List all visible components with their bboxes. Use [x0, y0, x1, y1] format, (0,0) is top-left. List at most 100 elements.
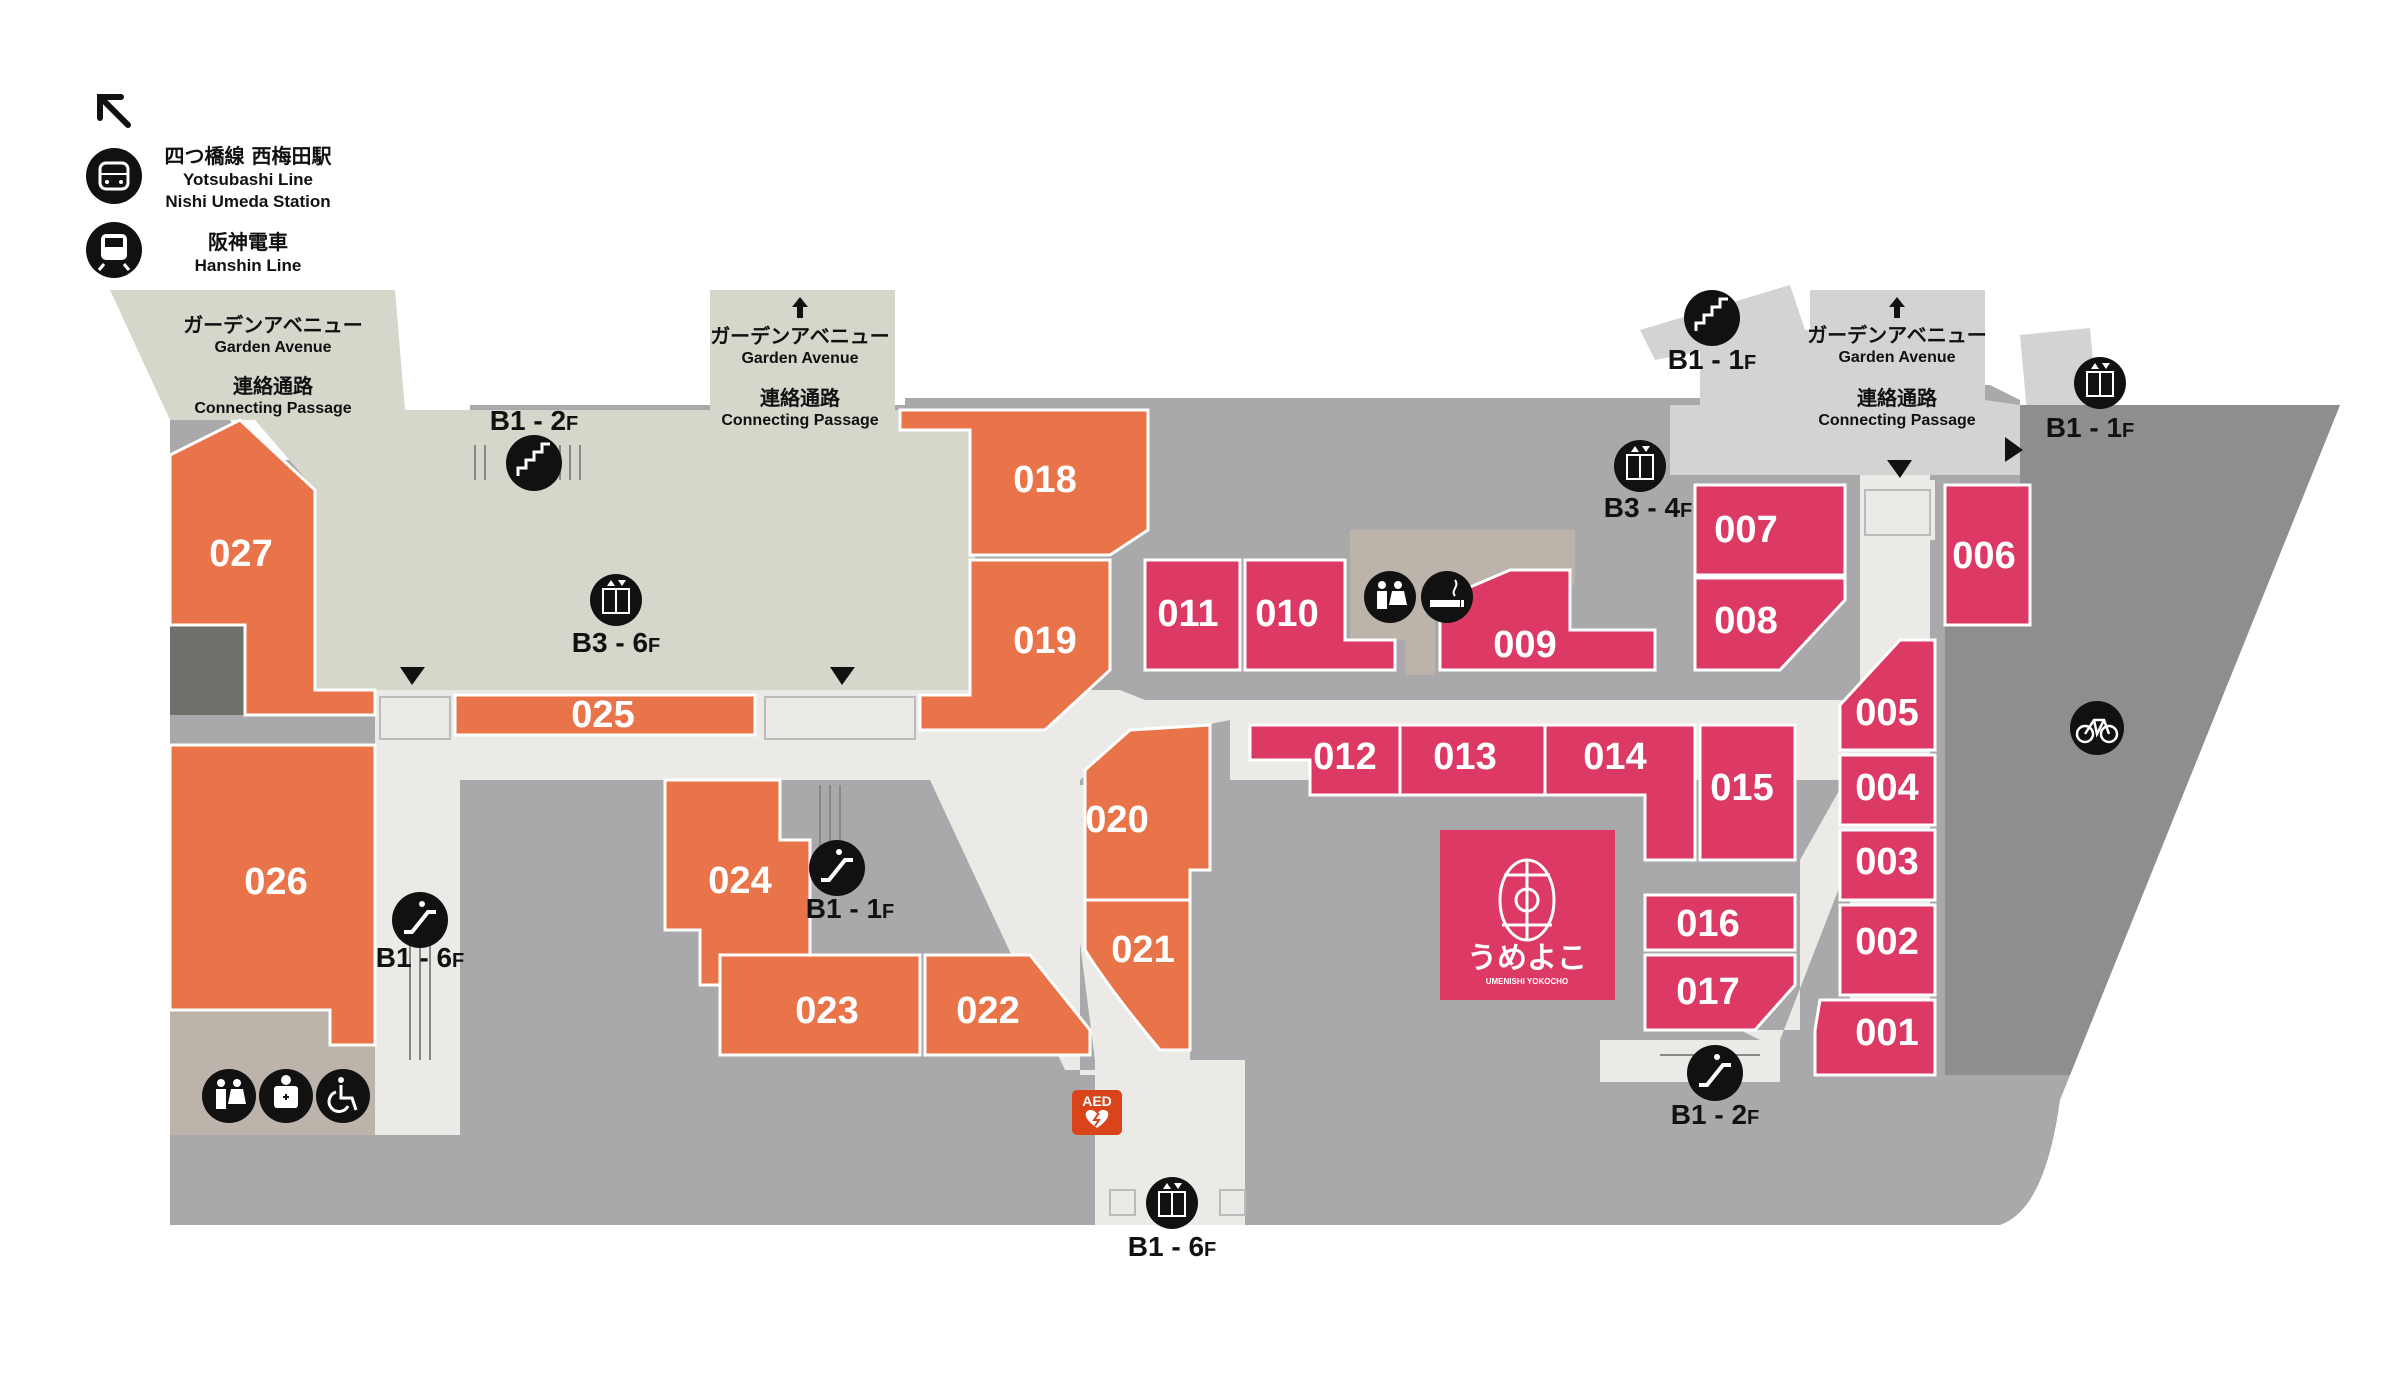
elevator-icon[interactable] — [590, 574, 642, 626]
elevator-icon[interactable] — [1614, 440, 1666, 492]
train-icon — [86, 222, 142, 278]
unit-016[interactable] — [1643, 893, 1797, 952]
restroom-icon[interactable] — [202, 1069, 256, 1123]
unit-label-015: 015 — [1710, 767, 1773, 809]
subway-icon — [86, 148, 142, 204]
stairs-icon[interactable] — [1684, 290, 1740, 346]
floor-label-b1-6f-bottom: B1 - 6F — [1128, 1231, 1216, 1262]
umeyoko-logo: うめよこ UMENISHI YOKOCHO — [1440, 830, 1615, 1000]
passage-left-jp2: 連絡通路 — [233, 374, 314, 398]
passage-center-en2: Connecting Passage — [721, 412, 878, 429]
unit-027[interactable] — [168, 418, 377, 717]
parking-area — [1945, 405, 2340, 1075]
unit-label-017: 017 — [1676, 971, 1739, 1013]
pink-units — [1143, 483, 2032, 1077]
passage-label-left: ガーデンアベニュー Garden Avenue 連絡通路 Connecting … — [183, 313, 363, 417]
floor-label-b1-2f-right: B1 - 2F — [1671, 1099, 1759, 1130]
unit-label-022: 022 — [956, 990, 1019, 1032]
unit-label-019: 019 — [1013, 620, 1076, 662]
unit-001[interactable] — [1813, 998, 1937, 1077]
unit-label-006: 006 — [1952, 535, 2015, 577]
unit-label-013: 013 — [1433, 736, 1496, 778]
unit-006[interactable] — [1943, 483, 2032, 627]
up-arrow-icon — [1889, 297, 1905, 318]
unit-label-014: 014 — [1583, 736, 1646, 778]
unit-015[interactable] — [1698, 723, 1797, 862]
unit-019[interactable] — [918, 558, 1112, 732]
aed-label: AED — [1082, 1093, 1112, 1109]
entrance-arrow — [830, 667, 855, 685]
unit-011[interactable] — [1143, 558, 1242, 672]
unit-010[interactable] — [1243, 558, 1397, 672]
nursing-room-icon[interactable] — [259, 1069, 313, 1123]
passage-center-jp2: 連絡通路 — [760, 386, 841, 410]
floor-label-b1-2f: B1 - 2F — [490, 405, 578, 436]
unit-020[interactable] — [1083, 723, 1212, 902]
hanshin-en: Hanshin Line — [195, 256, 302, 275]
unit-label-007: 007 — [1714, 509, 1777, 551]
unit-label-008: 008 — [1714, 600, 1777, 642]
unit-label-012: 012 — [1313, 736, 1376, 778]
logo-subtext: UMENISHI YOKOCHO — [1486, 977, 1569, 986]
unit-025[interactable] — [453, 693, 757, 737]
unit-label-004: 004 — [1855, 767, 1918, 809]
unit-013[interactable] — [1398, 723, 1547, 797]
unit-003[interactable] — [1838, 828, 1937, 902]
unit-007[interactable] — [1693, 483, 1847, 577]
elevator-icon[interactable] — [2074, 357, 2126, 409]
escalator-icon[interactable] — [1687, 1045, 1743, 1101]
unit-004[interactable] — [1838, 753, 1937, 827]
wheelchair-icon[interactable] — [316, 1069, 370, 1123]
unit-label-002: 002 — [1855, 921, 1918, 963]
unit-label-009: 009 — [1493, 624, 1556, 666]
floor-label-b1-6f-left: B1 - 6F — [376, 942, 464, 973]
unit-label-020: 020 — [1085, 799, 1148, 841]
unit-labels: 001 002 003 004 005 006 007 008 009 010 … — [209, 459, 2015, 1054]
unit-label-001: 001 — [1855, 1012, 1918, 1054]
unit-008[interactable] — [1693, 576, 1847, 672]
unit-023[interactable] — [718, 953, 922, 1057]
escalator-icon[interactable] — [809, 840, 865, 896]
station-jp: 四つ橋線 西梅田駅 — [165, 144, 332, 168]
passage-left-jp: ガーデンアベニュー — [183, 313, 363, 337]
unit-label-010: 010 — [1255, 593, 1318, 635]
logo-text: うめよこ — [1467, 941, 1587, 976]
unit-021[interactable] — [1083, 898, 1192, 1052]
passage-label-right: ガーデンアベニュー Garden Avenue 連絡通路 Connecting … — [1807, 297, 1987, 429]
unit-017[interactable] — [1643, 953, 1797, 1032]
unit-022[interactable] — [923, 953, 1092, 1057]
unit-label-016: 016 — [1676, 903, 1739, 945]
passage-right-jp: ガーデンアベニュー — [1807, 323, 1987, 347]
unit-005[interactable] — [1838, 638, 1937, 752]
aed-icon[interactable]: AED — [1072, 1090, 1122, 1135]
station-en2: Nishi Umeda Station — [165, 192, 330, 211]
unit-002[interactable] — [1838, 903, 1937, 997]
elevator-icon[interactable] — [1146, 1177, 1198, 1229]
unit-label-021: 021 — [1111, 929, 1174, 971]
entrance-arrow — [1887, 460, 1912, 478]
smoking-icon[interactable] — [1421, 571, 1473, 623]
passage-right-en2: Connecting Passage — [1818, 412, 1975, 429]
passage-left-en: Garden Avenue — [214, 339, 331, 356]
unit-label-024: 024 — [708, 860, 771, 902]
unit-014[interactable] — [1543, 723, 1697, 862]
up-arrow-icon — [792, 297, 808, 318]
unit-label-011: 011 — [1157, 593, 1218, 635]
passage-center-jp: ガーデンアベニュー — [710, 324, 890, 348]
direction-arrow-icon — [97, 94, 131, 128]
escalator-icon[interactable] — [392, 892, 448, 948]
hanshin-jp: 阪神電車 — [208, 230, 288, 254]
unit-label-003: 003 — [1855, 841, 1918, 883]
stairs-icon[interactable] — [506, 435, 562, 491]
floor-label-b1-1f-center: B1 - 1F — [806, 893, 894, 924]
passage-right-jp2: 連絡通路 — [1857, 386, 1938, 410]
passage-label-center: ガーデンアベニュー Garden Avenue 連絡通路 Connecting … — [710, 297, 890, 429]
restroom-icon[interactable] — [1364, 571, 1416, 623]
entrance-arrow — [400, 667, 425, 685]
floor-label-b3-4f: B3 - 4F — [1604, 492, 1692, 523]
unit-018[interactable] — [898, 408, 1150, 557]
station-en1: Yotsubashi Line — [183, 170, 313, 189]
unit-026[interactable] — [168, 743, 377, 1047]
unit-label-018: 018 — [1013, 459, 1076, 501]
